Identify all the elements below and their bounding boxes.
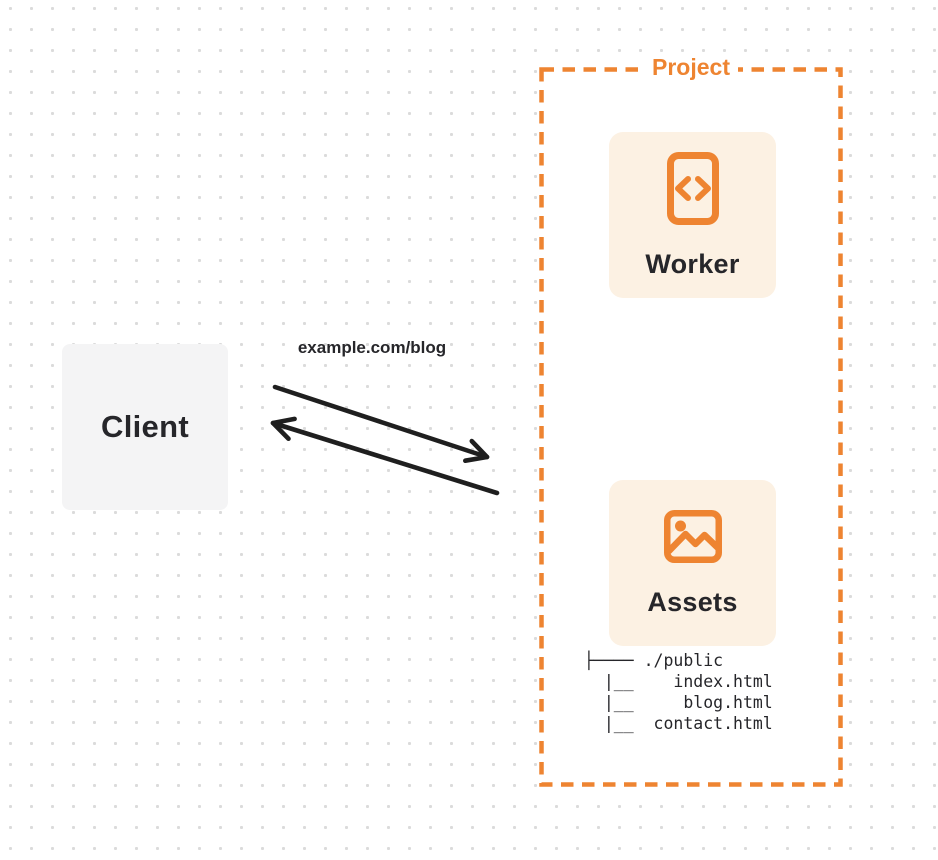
code-file-icon <box>666 152 719 225</box>
request-arrow <box>272 384 490 463</box>
assets-label: Assets <box>647 587 738 617</box>
client-label: Client <box>101 409 189 444</box>
assets-node: Assets <box>609 480 776 646</box>
client-node: Client <box>62 344 228 510</box>
image-icon <box>663 510 722 563</box>
project-label: Project <box>644 52 738 82</box>
request-url-label: example.com/blog <box>297 338 447 357</box>
worker-node: Worker <box>609 132 776 298</box>
assets-file-tree: ├──── ./public |__ index.html |__ blog.h… <box>584 651 773 733</box>
worker-label: Worker <box>645 249 740 279</box>
response-arrow <box>270 416 500 496</box>
project-container: Project Worker Assets ├──── ./public |__… <box>539 52 843 787</box>
